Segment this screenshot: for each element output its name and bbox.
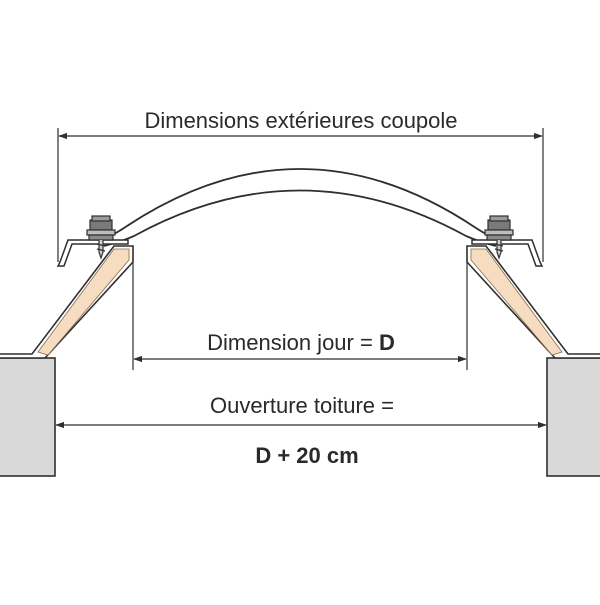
right-upstand-insulation: [470, 248, 563, 356]
day-dimension-symbol: D: [379, 330, 395, 355]
left-frame-flange: [56, 239, 129, 267]
dome-outer-skin: [99, 168, 501, 241]
day-dimension-label: Dimension jour = D: [207, 330, 395, 355]
dome-inner-skin: [103, 189, 497, 247]
right-frame-flange: [471, 239, 544, 267]
roof-opening-label: Ouverture toiture =: [210, 393, 394, 418]
roof-opening-value: D + 20 cm: [255, 443, 358, 468]
right-wall: [546, 357, 600, 477]
outer-dimensions-label: Dimensions extérieures coupole: [144, 108, 457, 133]
day-dimension-text: Dimension jour =: [207, 330, 379, 355]
left-upstand-insulation: [37, 248, 130, 356]
right-screw-icon: [484, 215, 514, 260]
left-wall: [0, 357, 56, 477]
left-screw-icon: [86, 215, 116, 260]
